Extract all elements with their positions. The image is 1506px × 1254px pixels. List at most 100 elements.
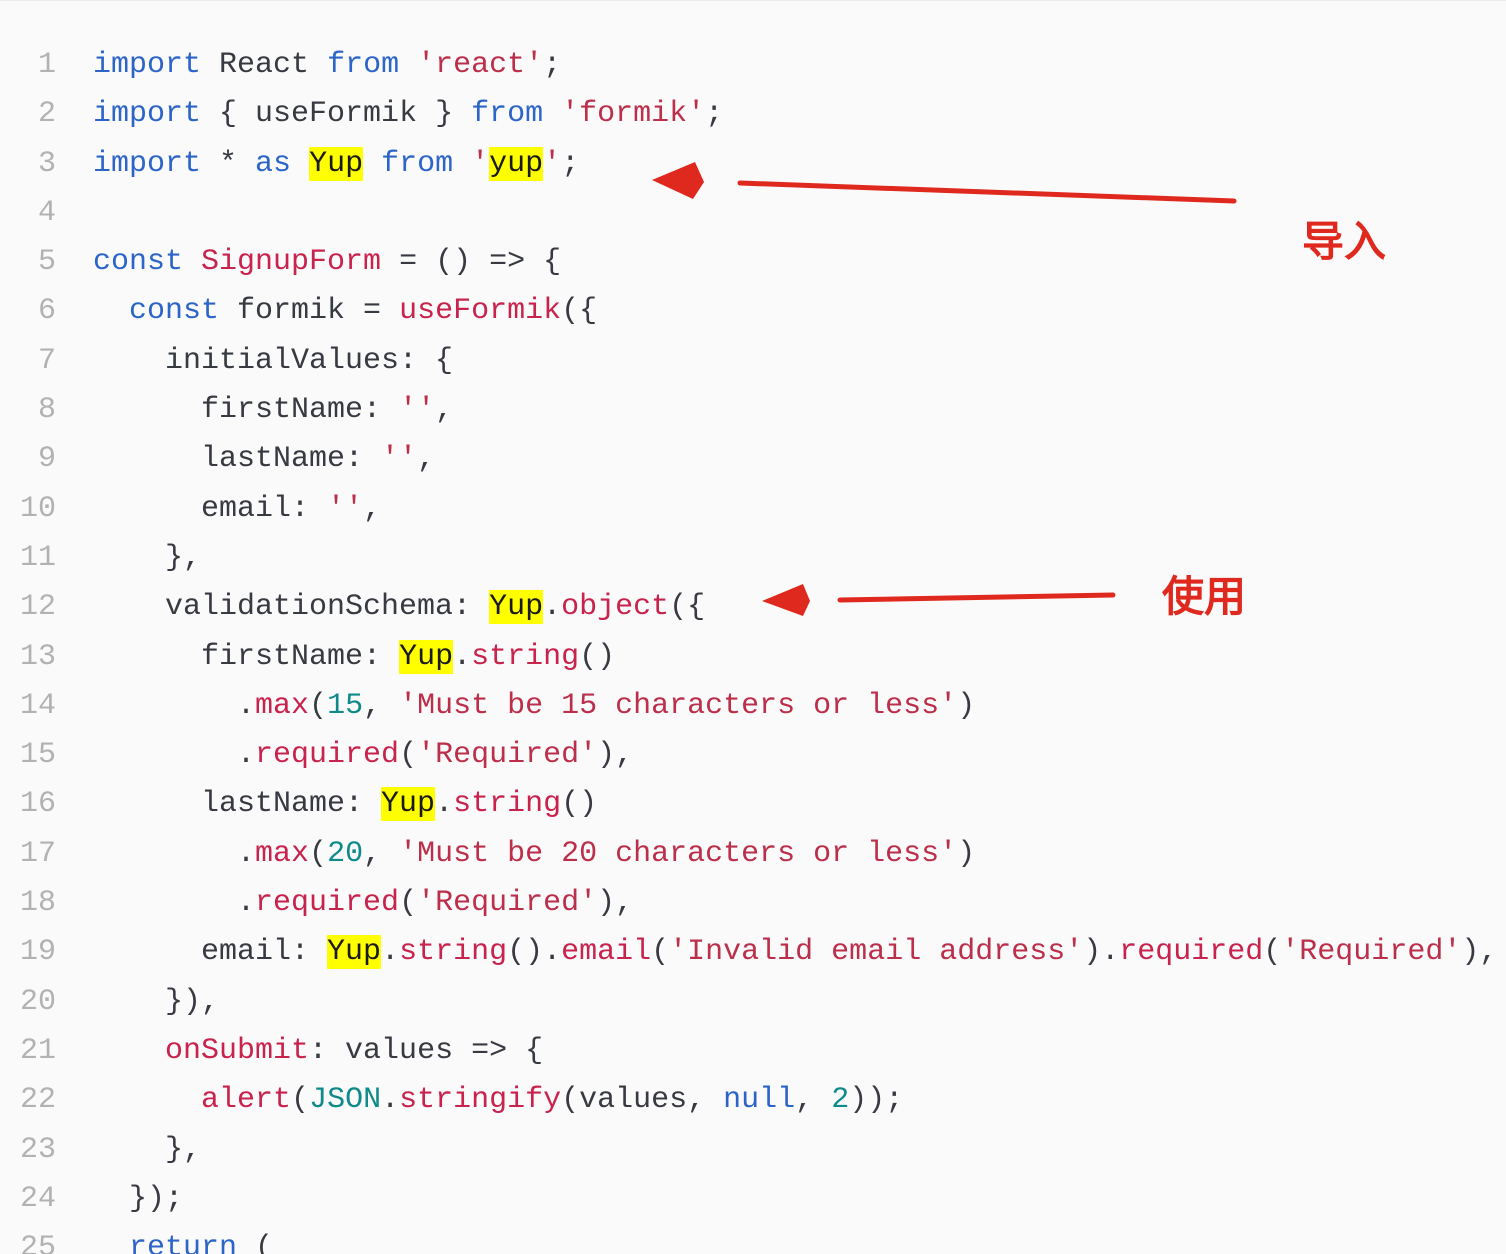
code-token: = () => { (381, 245, 562, 280)
code-token: '' (327, 491, 364, 526)
code-token: * (201, 146, 256, 181)
code-token (93, 1034, 165, 1068)
code-token (93, 294, 129, 328)
code-token: }), (93, 984, 220, 1019)
code-token: . (543, 590, 562, 625)
line-number: 25 (19, 1231, 56, 1254)
code-text: const formik = useFormik({ (93, 287, 597, 336)
line-number: 5 (37, 245, 56, 280)
code-token: 20 (327, 836, 364, 871)
code-text: lastName: Yup.string() (93, 780, 597, 829)
code-token: 2 (831, 1083, 850, 1118)
code-token (543, 97, 561, 131)
code-token: const (93, 245, 184, 280)
line-number: 18 (19, 886, 56, 921)
code-token: 'Required' (1281, 935, 1462, 970)
highlighted-token: Yup (489, 590, 544, 625)
line-number: 8 (37, 393, 56, 428)
code-token: email: (93, 935, 328, 970)
code-token: ; (705, 97, 724, 132)
code-token: , (363, 491, 382, 526)
line-number: 22 (19, 1083, 56, 1118)
code-token: required (255, 886, 400, 921)
code-token: React (201, 48, 328, 82)
code-token: '' (381, 442, 418, 477)
line-number: 14 (19, 688, 56, 723)
code-token: 'Required' (417, 738, 598, 773)
code-text: }), (93, 978, 219, 1027)
code-token: (). (507, 935, 562, 970)
code-token (183, 245, 201, 279)
code-text: return ( (93, 1224, 273, 1254)
code-token: 'Required' (417, 886, 598, 921)
code-token: import (93, 146, 202, 181)
code-text: import * as Yup from 'yup'; (93, 140, 579, 189)
code-token: as (255, 146, 292, 181)
code-token: '' (399, 393, 436, 428)
code-text: firstName: '', (93, 386, 453, 435)
code-line: 16 lastName: Yup.string() (0, 780, 1506, 829)
code-token: 'Must be 20 characters or less' (399, 836, 958, 871)
code-token: string (453, 787, 562, 822)
line-number: 1 (37, 48, 56, 82)
highlighted-token: Yup (399, 639, 454, 674)
line-number: 11 (19, 540, 56, 575)
code-token: (values, (561, 1083, 724, 1118)
code-line: 10 email: '', (0, 485, 1506, 534)
code-block[interactable]: 1 import React from 'react'; 2 import { use… (0, 41, 1506, 1254)
code-token: 'formik' (561, 97, 706, 132)
line-number: 20 (19, 984, 56, 1019)
code-token: . (93, 688, 256, 723)
line-number: 12 (19, 590, 56, 625)
code-token: from (471, 97, 544, 132)
code-token: string (471, 639, 580, 674)
code-token: firstName: (93, 393, 400, 428)
code-token (291, 147, 309, 181)
code-token (453, 147, 471, 181)
code-token: ' (471, 146, 490, 181)
code-text: lastName: '', (93, 435, 435, 484)
code-token: from (381, 146, 454, 181)
code-text: initialValues: { (93, 337, 453, 386)
code-token: ), (1461, 935, 1498, 970)
highlighted-token: Yup (309, 146, 364, 181)
code-text: .required('Required'), (93, 731, 633, 780)
code-token: alert (201, 1083, 292, 1118)
code-token: lastName: (93, 442, 382, 477)
code-token: JSON (309, 1083, 382, 1118)
code-token: . (93, 836, 256, 871)
line-number: 17 (19, 836, 56, 871)
code-text: .max(20, 'Must be 20 characters or less'… (93, 830, 975, 879)
code-token: 'Must be 15 characters or less' (399, 688, 958, 723)
code-token: firstName: (93, 639, 400, 674)
code-token: onSubmit (165, 1033, 310, 1068)
code-token: 'react' (417, 48, 544, 82)
code-text: .max(15, 'Must be 15 characters or less'… (93, 682, 975, 731)
code-token (93, 1231, 129, 1254)
code-token: () (561, 787, 598, 822)
code-token: max (255, 688, 310, 723)
code-token: from (327, 48, 400, 82)
line-number: 10 (19, 491, 56, 526)
line-number: 4 (37, 195, 56, 230)
code-text: import React from 'react'; (93, 41, 561, 90)
code-token: 'Invalid email address' (669, 935, 1084, 970)
code-token: ( (1263, 935, 1282, 970)
line-number: 15 (19, 738, 56, 773)
code-token: , (417, 442, 436, 477)
code-text: import { useFormik } from 'formik'; (93, 90, 723, 139)
code-text: }, (93, 534, 201, 583)
code-text: onSubmit: values => { (93, 1027, 543, 1076)
code-token: email: (93, 491, 328, 526)
code-token: max (255, 836, 310, 871)
code-token: ( (651, 935, 670, 970)
code-line: 20 }), (0, 978, 1506, 1027)
code-line: 23 }, (0, 1126, 1506, 1175)
code-token: . (93, 886, 256, 921)
code-text: .required('Required'), (93, 879, 633, 928)
code-token: }, (93, 1132, 202, 1167)
code-token: ), (597, 738, 634, 773)
code-token: , (363, 688, 400, 723)
code-line: 24 }); (0, 1175, 1506, 1224)
